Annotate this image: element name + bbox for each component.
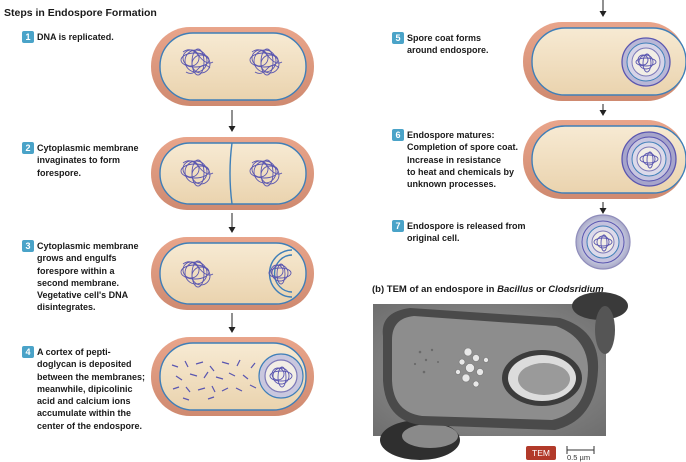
tem-genus-1: Bacillus <box>497 284 534 295</box>
diagram-title: Steps in Endospore Formation <box>4 7 157 19</box>
cell-step-2 <box>151 137 314 210</box>
engulfing-membrane <box>268 249 293 298</box>
cytoplasm <box>159 142 307 205</box>
step-6-text: Endospore matures: Completion of spore c… <box>407 130 519 190</box>
engulfing-membrane-inner <box>273 254 293 293</box>
dna-icon <box>269 366 293 388</box>
scale-bar <box>566 446 595 454</box>
dna-icon <box>635 53 657 73</box>
step-2-label: 2 Cytoplasmic membrane invaginates to fo… <box>22 142 139 179</box>
step-4-text: A cortex of pepti- doglycan is deposited… <box>37 347 146 431</box>
cell-step-6 <box>523 120 686 199</box>
arrow-6-7 <box>599 202 607 214</box>
endospore-core <box>518 363 570 395</box>
arrow-4-5 <box>599 0 607 17</box>
step-4-label: 4 A cortex of pepti- doglycan is deposit… <box>22 346 145 432</box>
dna-icon <box>180 159 214 187</box>
step-4-badge: 4 <box>22 346 34 358</box>
cell-step-1 <box>151 27 314 106</box>
neighbor-cell <box>572 292 628 320</box>
cell-step-4 <box>151 337 314 416</box>
cell-step-5 <box>523 22 686 101</box>
arrow-3-4 <box>228 313 236 333</box>
step-3-label: 3 Cytoplasmic membrane grows and engulfs… <box>22 240 139 314</box>
cytoplasm <box>159 242 307 305</box>
step-7-badge: 7 <box>392 220 404 232</box>
tem-caption-prefix: (b) TEM of an endospore in <box>372 284 498 295</box>
step-2-badge: 2 <box>22 142 34 154</box>
step-3-text: Cytoplasmic membrane grows and engulfs f… <box>37 241 139 313</box>
scale-label: 0.5 µm <box>567 453 591 462</box>
dna-icon <box>268 263 292 285</box>
tem-micrograph <box>373 292 628 460</box>
step-6-label: 6 Endospore matures: Completion of spore… <box>392 129 518 190</box>
arrow-1-2 <box>228 110 236 132</box>
step-7-label: 7 Endospore is released from original ce… <box>392 220 526 245</box>
cytoplasm <box>159 32 307 101</box>
tem-caption: (b) TEM of an endospore in Bacillus or C… <box>372 284 604 295</box>
dna-region <box>413 348 439 374</box>
cell-step-3 <box>151 237 314 310</box>
step-2-text: Cytoplasmic membrane invaginates to form… <box>37 143 139 178</box>
core <box>264 359 298 393</box>
step-5-badge: 5 <box>392 32 404 44</box>
neighbor-cell <box>595 306 615 354</box>
step-3-badge: 3 <box>22 240 34 252</box>
core <box>636 146 662 172</box>
neighbor-cell-inner <box>402 424 458 448</box>
dna-icon <box>593 234 613 252</box>
tem-badge: TEM <box>526 446 556 460</box>
dna-icon <box>639 151 659 169</box>
granules <box>455 347 489 388</box>
dna-icon <box>249 48 283 76</box>
step-1-text: DNA is replicated. <box>37 32 114 42</box>
step-1-label: 1 DNA is replicated. <box>22 31 114 43</box>
invaginating-membrane <box>229 142 233 205</box>
dna-fragments <box>171 359 257 401</box>
dna-icon <box>180 48 214 76</box>
arrow-2-3 <box>228 213 236 233</box>
step-5-text: Spore coat forms around endospore. <box>407 33 489 56</box>
step-7-text: Endospore is released from original cell… <box>407 221 526 244</box>
step-5-label: 5 Spore coat forms around endospore. <box>392 32 489 57</box>
tem-caption-or: or <box>533 284 549 295</box>
tem-genus-2: Clodsridium <box>548 284 604 295</box>
released-endospore <box>575 214 631 270</box>
core <box>591 230 615 254</box>
step-1-badge: 1 <box>22 31 34 43</box>
core <box>631 47 661 77</box>
arrow-5-6 <box>599 104 607 116</box>
step-6-badge: 6 <box>392 129 404 141</box>
dna-icon <box>180 260 214 288</box>
dna-icon <box>249 159 283 187</box>
